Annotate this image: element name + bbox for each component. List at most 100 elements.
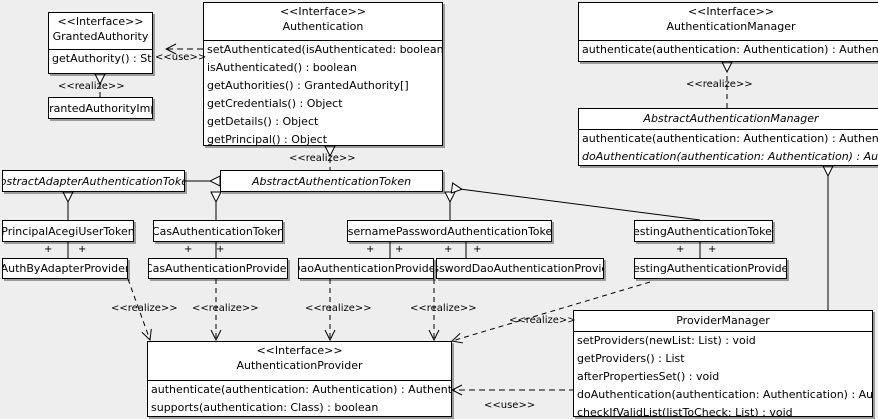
association-mark: + [366, 244, 375, 255]
stereotype-label: <<Interface>> [57, 15, 144, 28]
association-mark: + [444, 244, 453, 255]
class-dao-authentication-provider[interactable]: DaoAuthenticationProvider [298, 258, 434, 279]
class-header: <<Interface>> AuthenticationProvider [148, 342, 451, 380]
operations-compartment: authenticate(authentication: Authenticat… [148, 380, 452, 416]
stereotype-label: <<Interface>> [687, 5, 775, 18]
operation-item: authenticate(authentication: Authenticat… [151, 383, 452, 396]
operation-item: supports(authentication: Class) : boolea… [151, 401, 379, 414]
class-name: CasAuthenticationProvider [148, 262, 288, 275]
association-mark: + [473, 244, 482, 255]
operation-item: setAuthenticated(isAuthenticated: boolea… [207, 43, 443, 56]
class-granted-authority-impl[interactable]: GrantedAuthorityImpl [48, 97, 153, 119]
class-name: AbstractAuthenticationManager [643, 112, 819, 125]
class-cas-authentication-provider[interactable]: CasAuthenticationProvider [148, 258, 288, 279]
class-name: AuthByAdapterProvider [2, 262, 128, 275]
class-header: ProviderManager [574, 311, 872, 331]
operation-item: checkIfValidList(listToCheck: List) : vo… [577, 406, 793, 417]
class-testing-authentication-token[interactable]: TestingAuthenticationToken [634, 220, 773, 242]
edge-label-realize-auth-by-adapter: <<realize>> [111, 303, 178, 314]
edge-label-realize-testing-provider: <<realize>> [509, 315, 576, 326]
edge-label-use-provider-manager: <<use>> [484, 400, 536, 411]
class-name: AuthenticationProvider [236, 359, 363, 372]
class-name: PrincipalAcegiUserToken [2, 224, 134, 238]
edge-label-realize-granted-authority: <<realize>> [58, 81, 125, 92]
association-mark: + [78, 244, 87, 255]
class-header: CasAuthenticationProvider [149, 259, 287, 278]
operation-item: setProviders(newList: List) : void [577, 334, 756, 347]
class-abstract-authentication-token[interactable]: AbstractAuthenticationToken [220, 170, 443, 192]
operation-item: isAuthenticated() : boolean [207, 61, 357, 74]
class-name: TestingAuthenticationProvider [634, 262, 787, 275]
class-auth-by-adapter-provider[interactable]: AuthByAdapterProvider [2, 258, 128, 279]
class-cas-authentication-token[interactable]: CasAuthenticationToken [153, 220, 283, 242]
operations-compartment: setAuthenticated(isAuthenticated: boolea… [204, 40, 443, 145]
operation-item: doAuthentication(authentication: Authent… [582, 150, 878, 163]
operation-item: authenticate(authentication: Authenticat… [582, 132, 878, 145]
class-header: AbstractAuthenticationManager [579, 109, 878, 129]
class-name: AuthenticationManager [666, 20, 796, 33]
operation-item: afterPropertiesSet() : void [577, 370, 720, 383]
class-testing-authentication-provider[interactable]: TestingAuthenticationProvider [634, 258, 787, 279]
class-header: AbstractAuthenticationToken [221, 171, 442, 191]
stereotype-label: <<Interface>> [256, 344, 343, 357]
class-header: AbstractAdapterAuthenticationToken [3, 171, 184, 191]
class-header: AuthByAdapterProvider [3, 259, 127, 278]
edge-label-realize-password-dao-provider: <<realize>> [410, 303, 477, 314]
edge-label-realize-authentication-token: <<realize>> [289, 153, 356, 164]
edge-label-realize-dao-provider: <<realize>> [305, 303, 372, 314]
class-granted-authority[interactable]: <<Interface>> GrantedAuthority getAuthor… [48, 12, 153, 74]
class-abstract-adapter-authentication-token[interactable]: AbstractAdapterAuthenticationToken [2, 170, 185, 192]
class-username-password-authentication-token[interactable]: UsernamePasswordAuthenticationToken [347, 220, 552, 242]
association-mark: + [216, 244, 225, 255]
class-password-dao-authentication-provider[interactable]: PasswordDaoAuthenticationProvider [436, 258, 604, 279]
class-header: TestingAuthenticationToken [635, 221, 772, 241]
edge-label-use-granted-authority: <<use>> [155, 52, 207, 63]
class-name: UsernamePasswordAuthenticationToken [347, 224, 552, 238]
class-provider-manager[interactable]: ProviderManager setProviders(newList: Li… [573, 310, 873, 417]
class-name: GrantedAuthorityImpl [49, 101, 152, 115]
class-name: ProviderManager [676, 314, 770, 327]
class-header: UsernamePasswordAuthenticationToken [348, 221, 551, 241]
class-header: <<Interface>> Authentication [204, 3, 442, 40]
class-name: Authentication [282, 20, 364, 33]
operations-compartment: authenticate(authentication: Authenticat… [579, 129, 878, 165]
class-name: CasAuthenticationToken [153, 224, 283, 238]
operation-item: getAuthority() : String [52, 52, 152, 65]
association-mark: + [676, 244, 685, 255]
class-header: <<Interface>> GrantedAuthority [49, 13, 152, 49]
class-header: DaoAuthenticationProvider [299, 259, 433, 278]
class-name: GrantedAuthority [52, 30, 149, 43]
operation-item: getProviders() : List [577, 352, 685, 365]
operation-item: getAuthorities() : GrantedAuthority[] [207, 79, 409, 92]
operations-compartment: setProviders(newList: List) : void getPr… [574, 331, 873, 417]
class-header: PasswordDaoAuthenticationProvider [437, 259, 603, 278]
class-header: <<Interface>> AuthenticationManager [579, 3, 878, 40]
association-mark: + [395, 244, 404, 255]
class-name: AbstractAuthenticationToken [251, 174, 412, 188]
class-name: TestingAuthenticationToken [634, 224, 773, 238]
class-principal-acegi-user-token[interactable]: PrincipalAcegiUserToken [2, 220, 134, 242]
class-header: GrantedAuthorityImpl [49, 98, 152, 118]
class-header: TestingAuthenticationProvider [635, 259, 786, 278]
edge-label-realize-cas-provider: <<realize>> [192, 303, 259, 314]
operations-compartment: authenticate(authentication: Authenticat… [579, 40, 878, 59]
operation-item: authenticate(authentication: Authenticat… [582, 43, 878, 56]
class-name: DaoAuthenticationProvider [298, 262, 434, 275]
class-authentication-provider[interactable]: <<Interface>> AuthenticationProvider aut… [147, 341, 452, 417]
association-mark: + [184, 244, 193, 255]
stereotype-label: <<Interface>> [279, 5, 367, 18]
class-authentication-manager[interactable]: <<Interface>> AuthenticationManager auth… [578, 2, 878, 62]
association-mark: + [708, 244, 717, 255]
class-header: CasAuthenticationToken [154, 221, 282, 241]
edge-label-realize-authentication-manager: <<realize>> [686, 79, 753, 90]
operations-compartment: getAuthority() : String [49, 49, 152, 68]
class-name: PasswordDaoAuthenticationProvider [437, 262, 603, 275]
association-mark: + [44, 244, 53, 255]
class-authentication[interactable]: <<Interface>> Authentication setAuthenti… [203, 2, 443, 146]
class-name: AbstractAdapterAuthenticationToken [2, 174, 185, 188]
class-header: PrincipalAcegiUserToken [3, 221, 133, 241]
operation-item: getCredentials() : Object [207, 97, 343, 110]
class-abstract-authentication-manager[interactable]: AbstractAuthenticationManager authentica… [578, 108, 878, 166]
operation-item: doAuthentication(authentication: Authent… [577, 388, 873, 401]
